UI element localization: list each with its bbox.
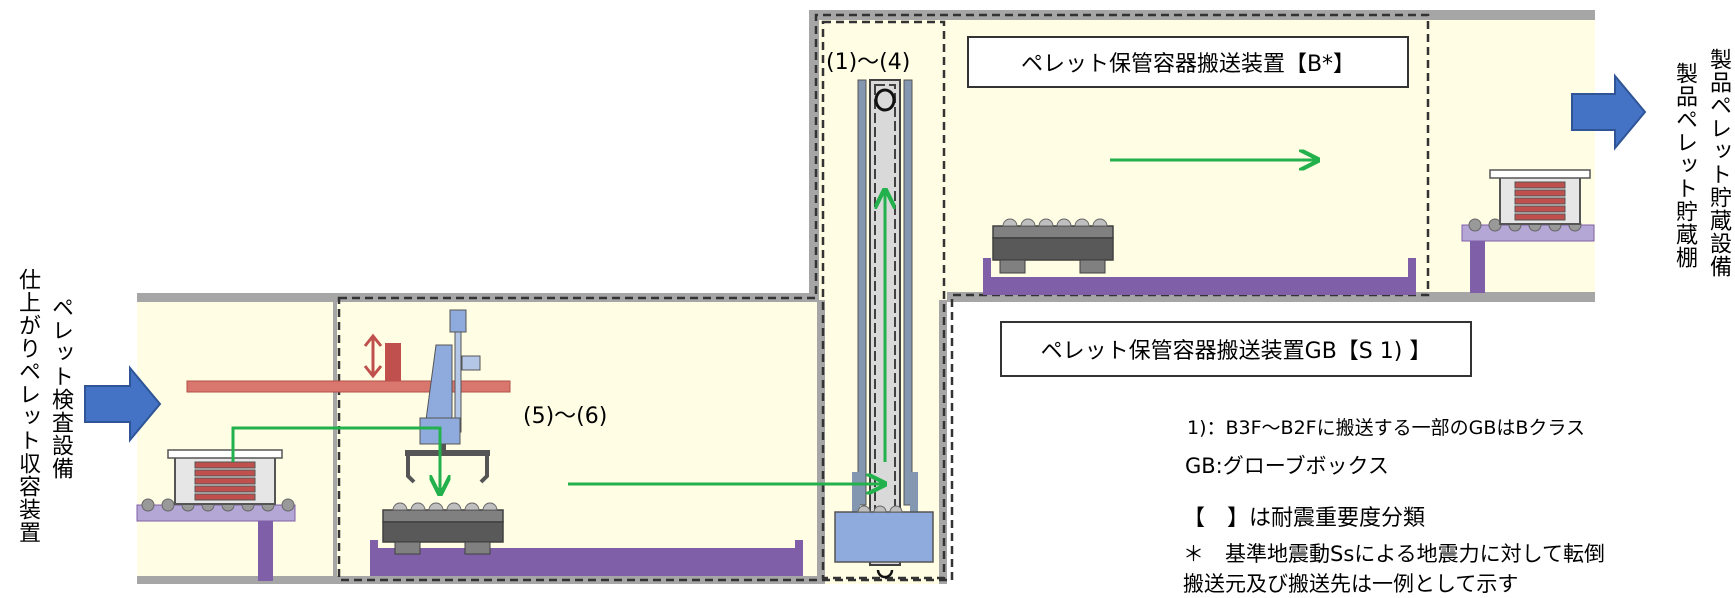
note-cut: 搬送元及び搬送先は一例として示す <box>1183 572 1519 596</box>
conveyor-b-label: ペレット保管容器搬送装置【B*】 <box>967 36 1409 88</box>
step-label-elevator: (1)～(4) <box>826 50 911 75</box>
transport-diagram <box>84 10 1647 584</box>
room-left <box>137 300 337 584</box>
upper-conveyor <box>983 218 1416 295</box>
left-table <box>136 449 296 581</box>
conveyor-gb-label: ペレット保管容器搬送装置GB【S 1) 】 <box>1000 321 1472 377</box>
right-table <box>1461 169 1595 293</box>
room-right <box>1427 20 1595 297</box>
step-label-lifter: (5)～(6) <box>523 404 608 429</box>
flow-arrows <box>231 160 1318 494</box>
inflow-arrow <box>84 365 162 443</box>
lifter-assembly <box>186 309 511 484</box>
left-label-equipment: 仕上がりペレット収容装置 <box>15 268 40 544</box>
right-label-facility: 製品ペレット貯蔵設備 <box>1706 48 1731 278</box>
outflow-arrow <box>1571 73 1647 151</box>
note-1: 1)：B3F～B2Fに搬送する一部のGBはBクラス <box>1187 417 1586 439</box>
note-bracket: 【 】は耐震重要度分類 <box>1183 506 1426 531</box>
dashed-boundaries <box>337 13 1430 582</box>
note-gb: GB:グローブボックス <box>1185 454 1389 478</box>
right-label-shelf: 製品ペレット貯蔵棚 <box>1672 62 1697 269</box>
left-label-device: ペレット検査設備 <box>48 296 73 480</box>
lifter-container <box>370 502 803 576</box>
note-star: ＊ 基準地震動Ssによる地震力に対して転倒 <box>1183 542 1606 566</box>
